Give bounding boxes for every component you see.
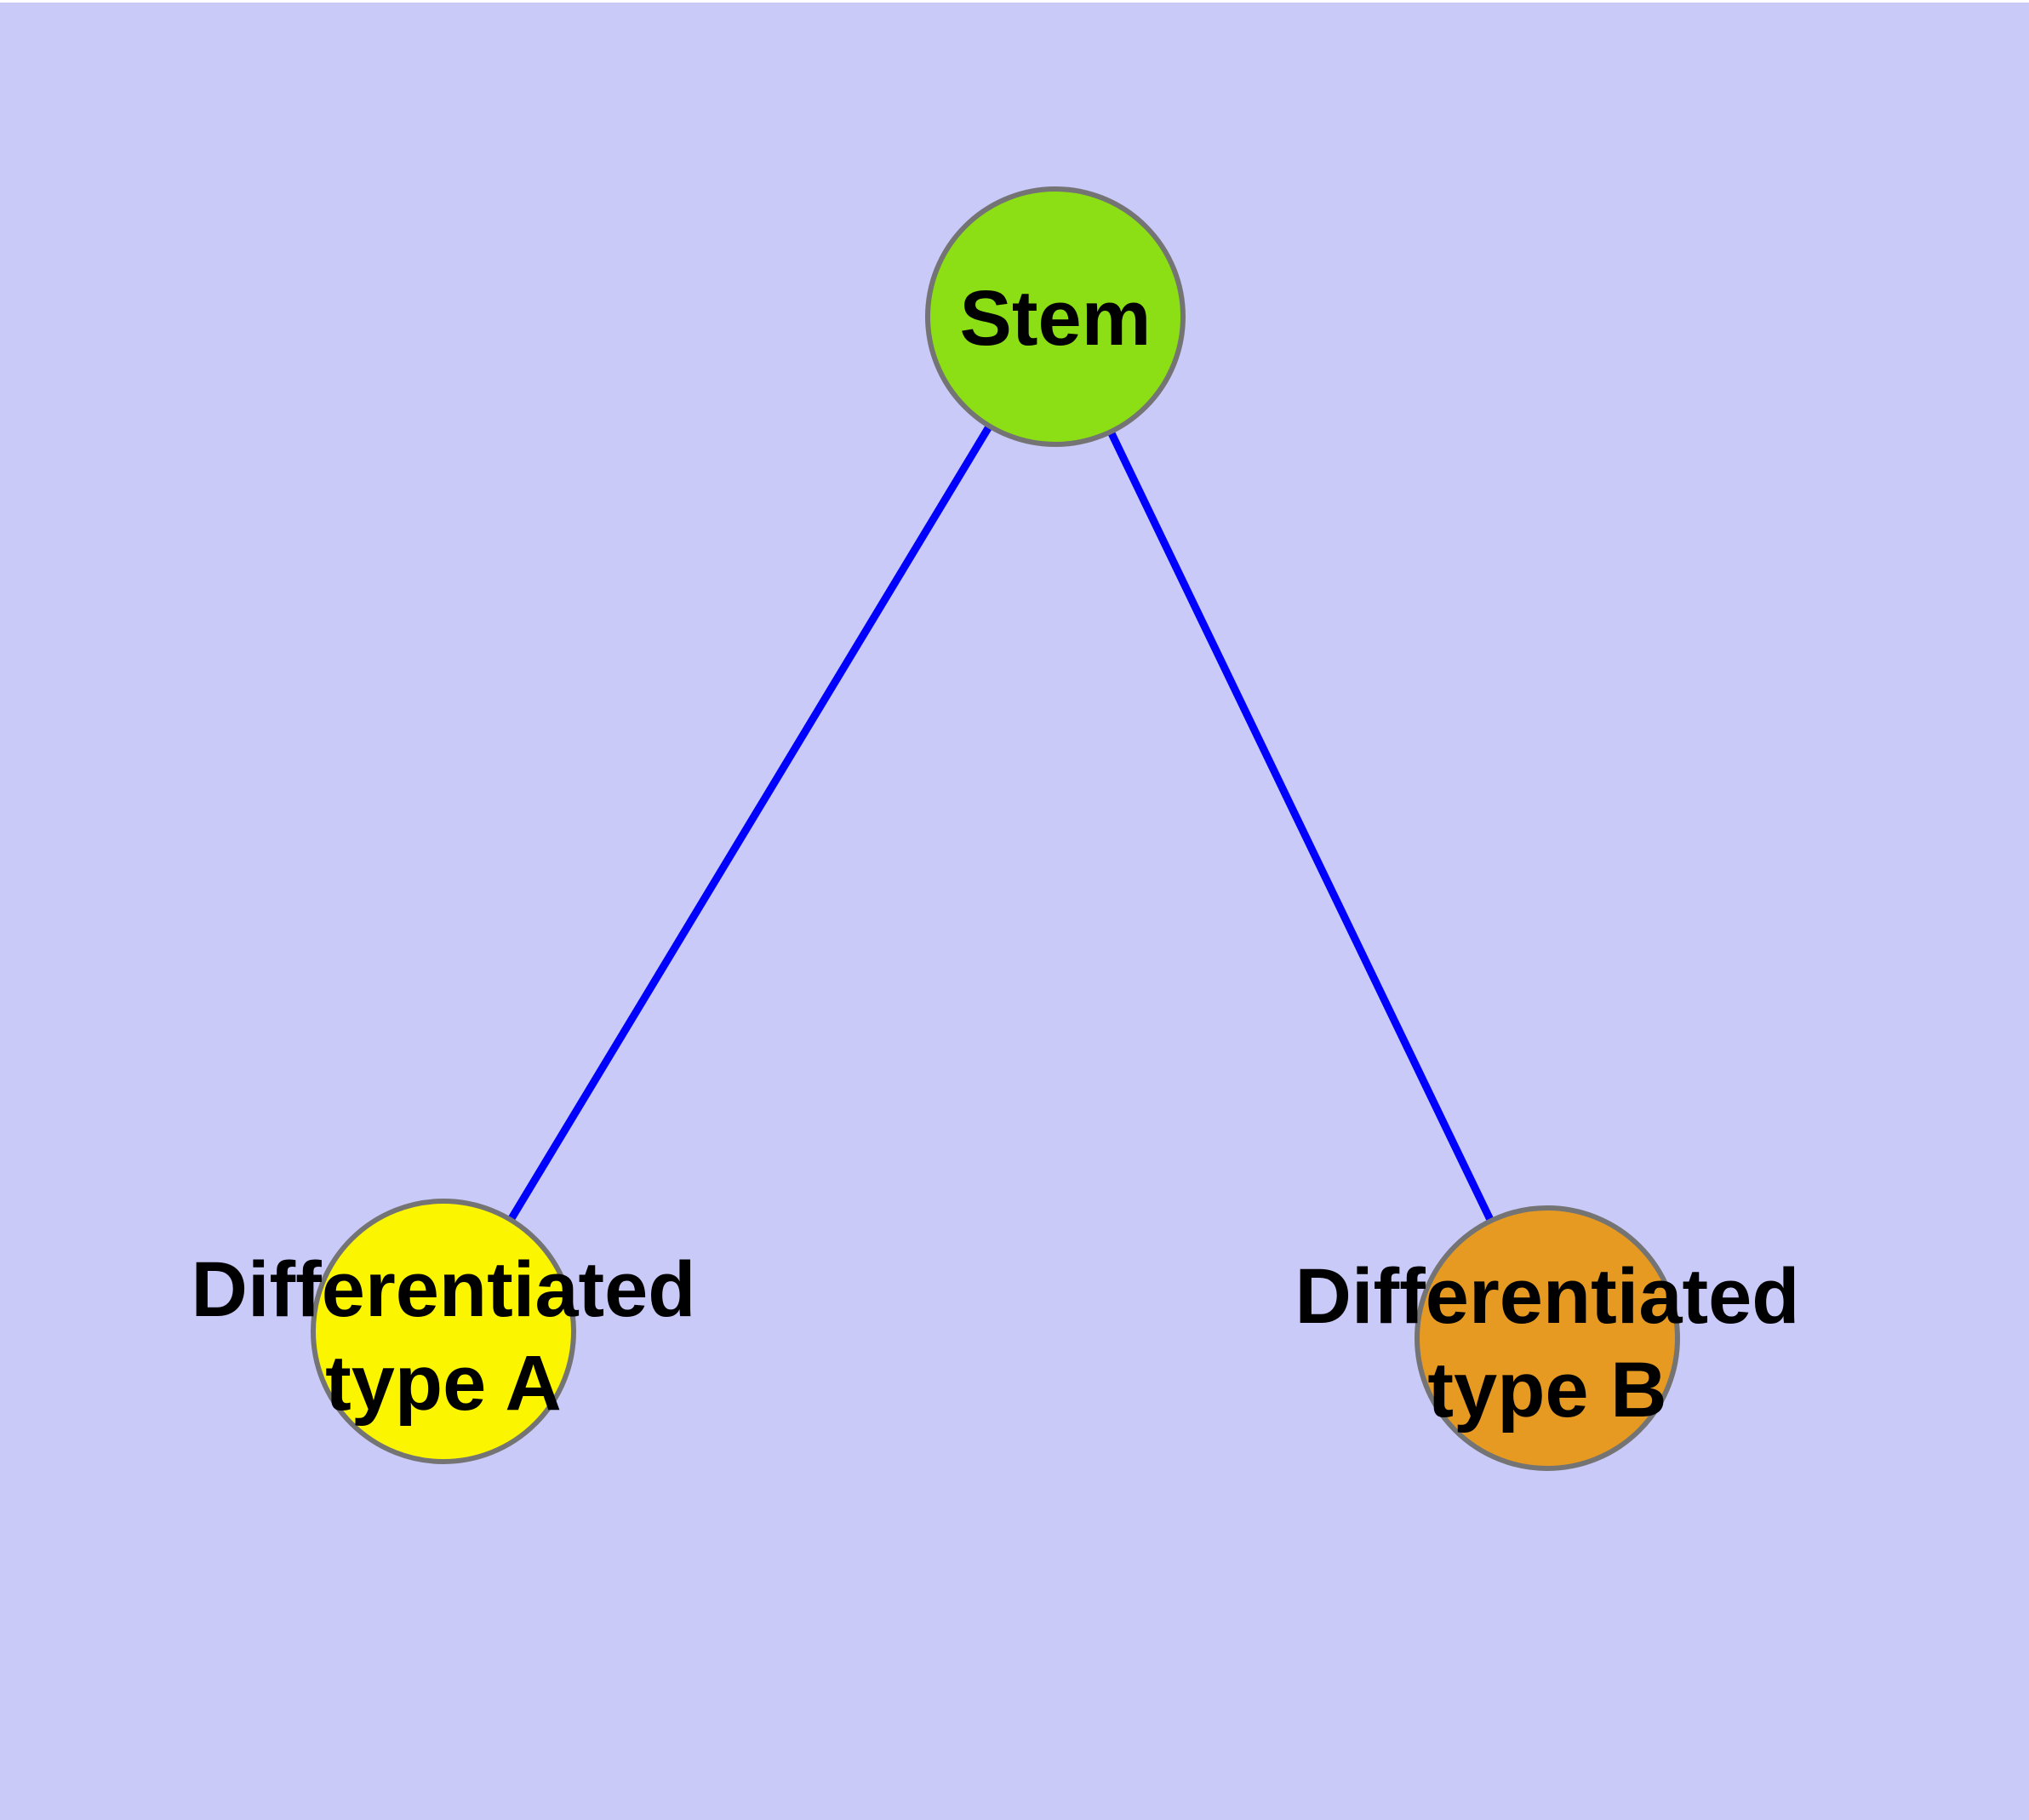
node-type-b-label-line2: type B xyxy=(1427,1347,1666,1434)
node-type-a xyxy=(311,1199,576,1464)
node-type-a-label-line2: type A xyxy=(325,1340,562,1427)
node-type-a-label-line1: Differentiated xyxy=(191,1246,696,1333)
edge-stem-to-type-b xyxy=(1051,315,1552,1340)
node-type-b-label-line1: Differentiated xyxy=(1295,1253,1800,1340)
node-stem-label: Stem xyxy=(960,275,1152,362)
edge-stem-to-type-a xyxy=(440,314,1059,1334)
node-stem xyxy=(925,186,1186,447)
node-type-b xyxy=(1415,1205,1680,1471)
